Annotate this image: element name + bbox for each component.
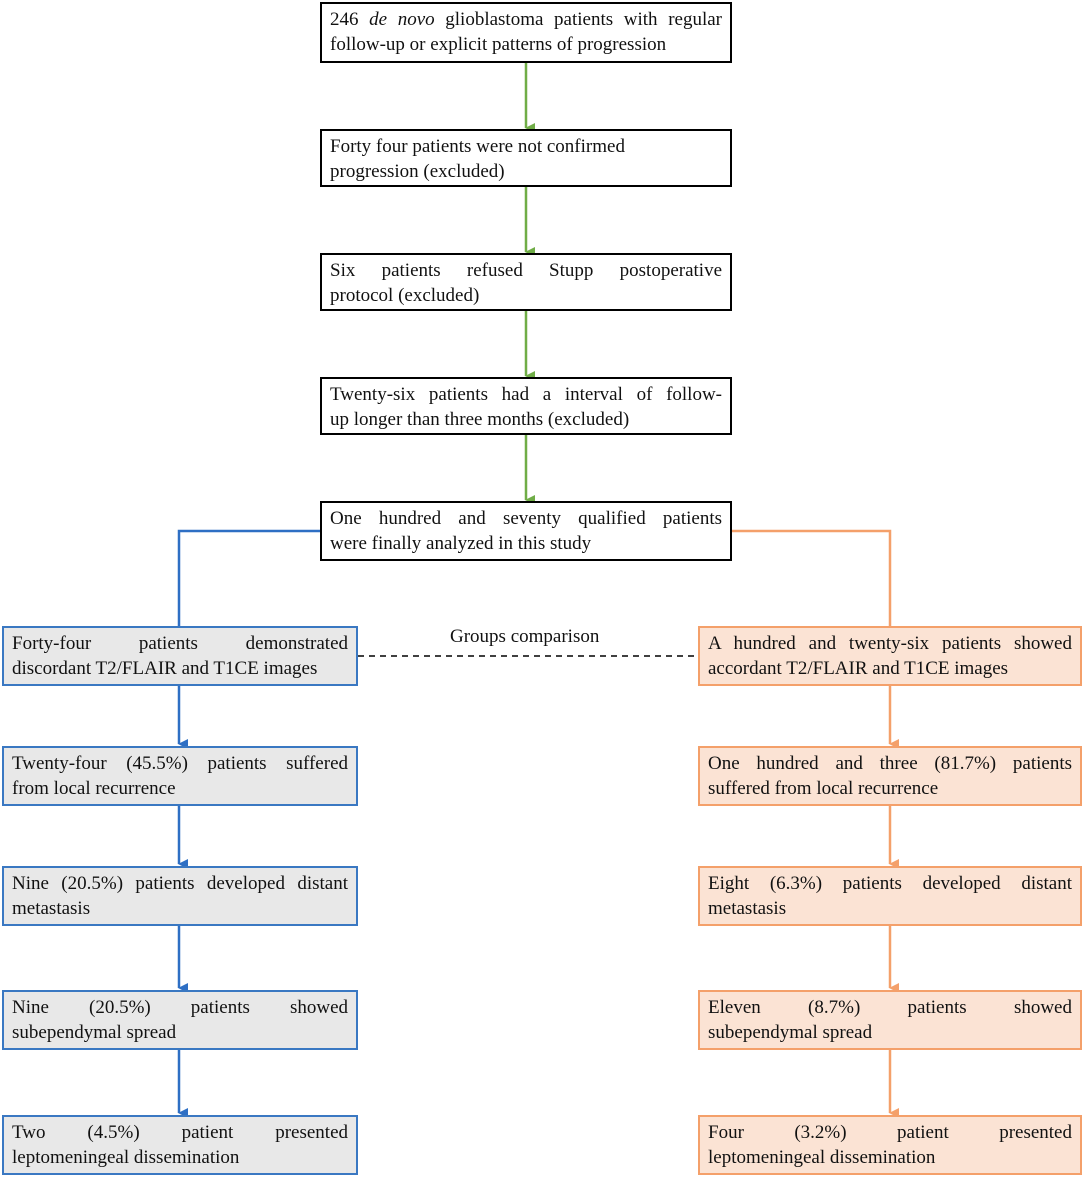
right-box-4-line-2: subependymal spread bbox=[708, 1022, 873, 1043]
step-5-line-2: were finally analyzed in this study bbox=[330, 533, 592, 554]
right-box-3-line-1: Eight (6.3%) patients developed distant bbox=[708, 873, 1072, 894]
left-box-4-line-1: Nine (20.5%) patients showed bbox=[12, 997, 348, 1018]
step-5-box: One hundred and seventy qualified patien… bbox=[320, 501, 732, 561]
step-2-line-2: progression (excluded) bbox=[330, 161, 505, 182]
step-3-line-2: protocol (excluded) bbox=[330, 285, 480, 306]
left-box-1-line-1: Forty-four patients demonstrated bbox=[12, 633, 348, 654]
step-3-box: Six patients refused Stupp postoperative… bbox=[320, 253, 732, 311]
right-box-3: Eight (6.3%) patients developed distant … bbox=[698, 866, 1082, 926]
left-box-4-line-2: subependymal spread bbox=[12, 1022, 177, 1043]
step-1-box: 246 de novo glioblastoma patients with r… bbox=[320, 2, 732, 63]
left-box-4: Nine (20.5%) patients showed subependyma… bbox=[2, 990, 358, 1050]
left-box-3-line-2: metastasis bbox=[12, 898, 91, 919]
step-2-box: Forty four patients were not confirmed p… bbox=[320, 129, 732, 187]
right-box-5: Four (3.2%) patient presented leptomenin… bbox=[698, 1115, 1082, 1175]
step-1-line-2: follow-up or explicit patterns of progre… bbox=[330, 34, 667, 55]
step-1-line-1: 246 de novo glioblastoma patients with r… bbox=[330, 9, 722, 30]
right-box-1-line-1: A hundred and twenty-six patients showed bbox=[708, 633, 1072, 654]
right-box-3-line-2: metastasis bbox=[708, 898, 787, 919]
branch-right bbox=[731, 529, 892, 626]
step-4-line-1: Twenty-six patients had a interval of fo… bbox=[330, 384, 722, 405]
left-box-1-line-2: discordant T2/FLAIR and T1CE images bbox=[12, 658, 318, 679]
left-box-5: Two (4.5%) patient presented leptomening… bbox=[2, 1115, 358, 1175]
left-box-2: Twenty-four (45.5%) patients suffered fr… bbox=[2, 746, 358, 806]
right-box-2-line-2: suffered from local recurrence bbox=[708, 778, 939, 799]
left-box-3: Nine (20.5%) patients developed distant … bbox=[2, 866, 358, 926]
step-3-line-1: Six patients refused Stupp postoperative bbox=[330, 260, 722, 281]
right-box-2-line-1: One hundred and three (81.7%) patients bbox=[708, 753, 1072, 774]
right-box-5-line-2: leptomeningeal dissemination bbox=[708, 1147, 936, 1168]
right-box-2: One hundred and three (81.7%) patients s… bbox=[698, 746, 1082, 806]
step-5-line-1: One hundred and seventy qualified patien… bbox=[330, 508, 722, 529]
left-box-1: Forty-four patients demonstrated discord… bbox=[2, 626, 358, 686]
right-box-1-line-2: accordant T2/FLAIR and T1CE images bbox=[708, 658, 1009, 679]
left-box-3-line-1: Nine (20.5%) patients developed distant bbox=[12, 873, 348, 894]
left-box-2-line-1: Twenty-four (45.5%) patients suffered bbox=[12, 753, 348, 774]
branch-left bbox=[177, 529, 320, 626]
left-box-5-line-1: Two (4.5%) patient presented bbox=[12, 1122, 348, 1143]
right-box-4-line-1: Eleven (8.7%) patients showed bbox=[708, 997, 1072, 1018]
right-box-5-line-1: Four (3.2%) patient presented bbox=[708, 1122, 1072, 1143]
step-4-box: Twenty-six patients had a interval of fo… bbox=[320, 377, 732, 435]
step-4-line-2: up longer than three months (excluded) bbox=[330, 409, 630, 430]
left-box-5-line-2: leptomeningeal dissemination bbox=[12, 1147, 240, 1168]
right-box-1: A hundred and twenty-six patients showed… bbox=[698, 626, 1082, 686]
groups-comparison-label: Groups comparison bbox=[450, 626, 600, 647]
step-2-line-1: Forty four patients were not confirmed bbox=[330, 136, 625, 157]
left-box-2-line-2: from local recurrence bbox=[12, 778, 176, 799]
right-box-4: Eleven (8.7%) patients showed subependym… bbox=[698, 990, 1082, 1050]
